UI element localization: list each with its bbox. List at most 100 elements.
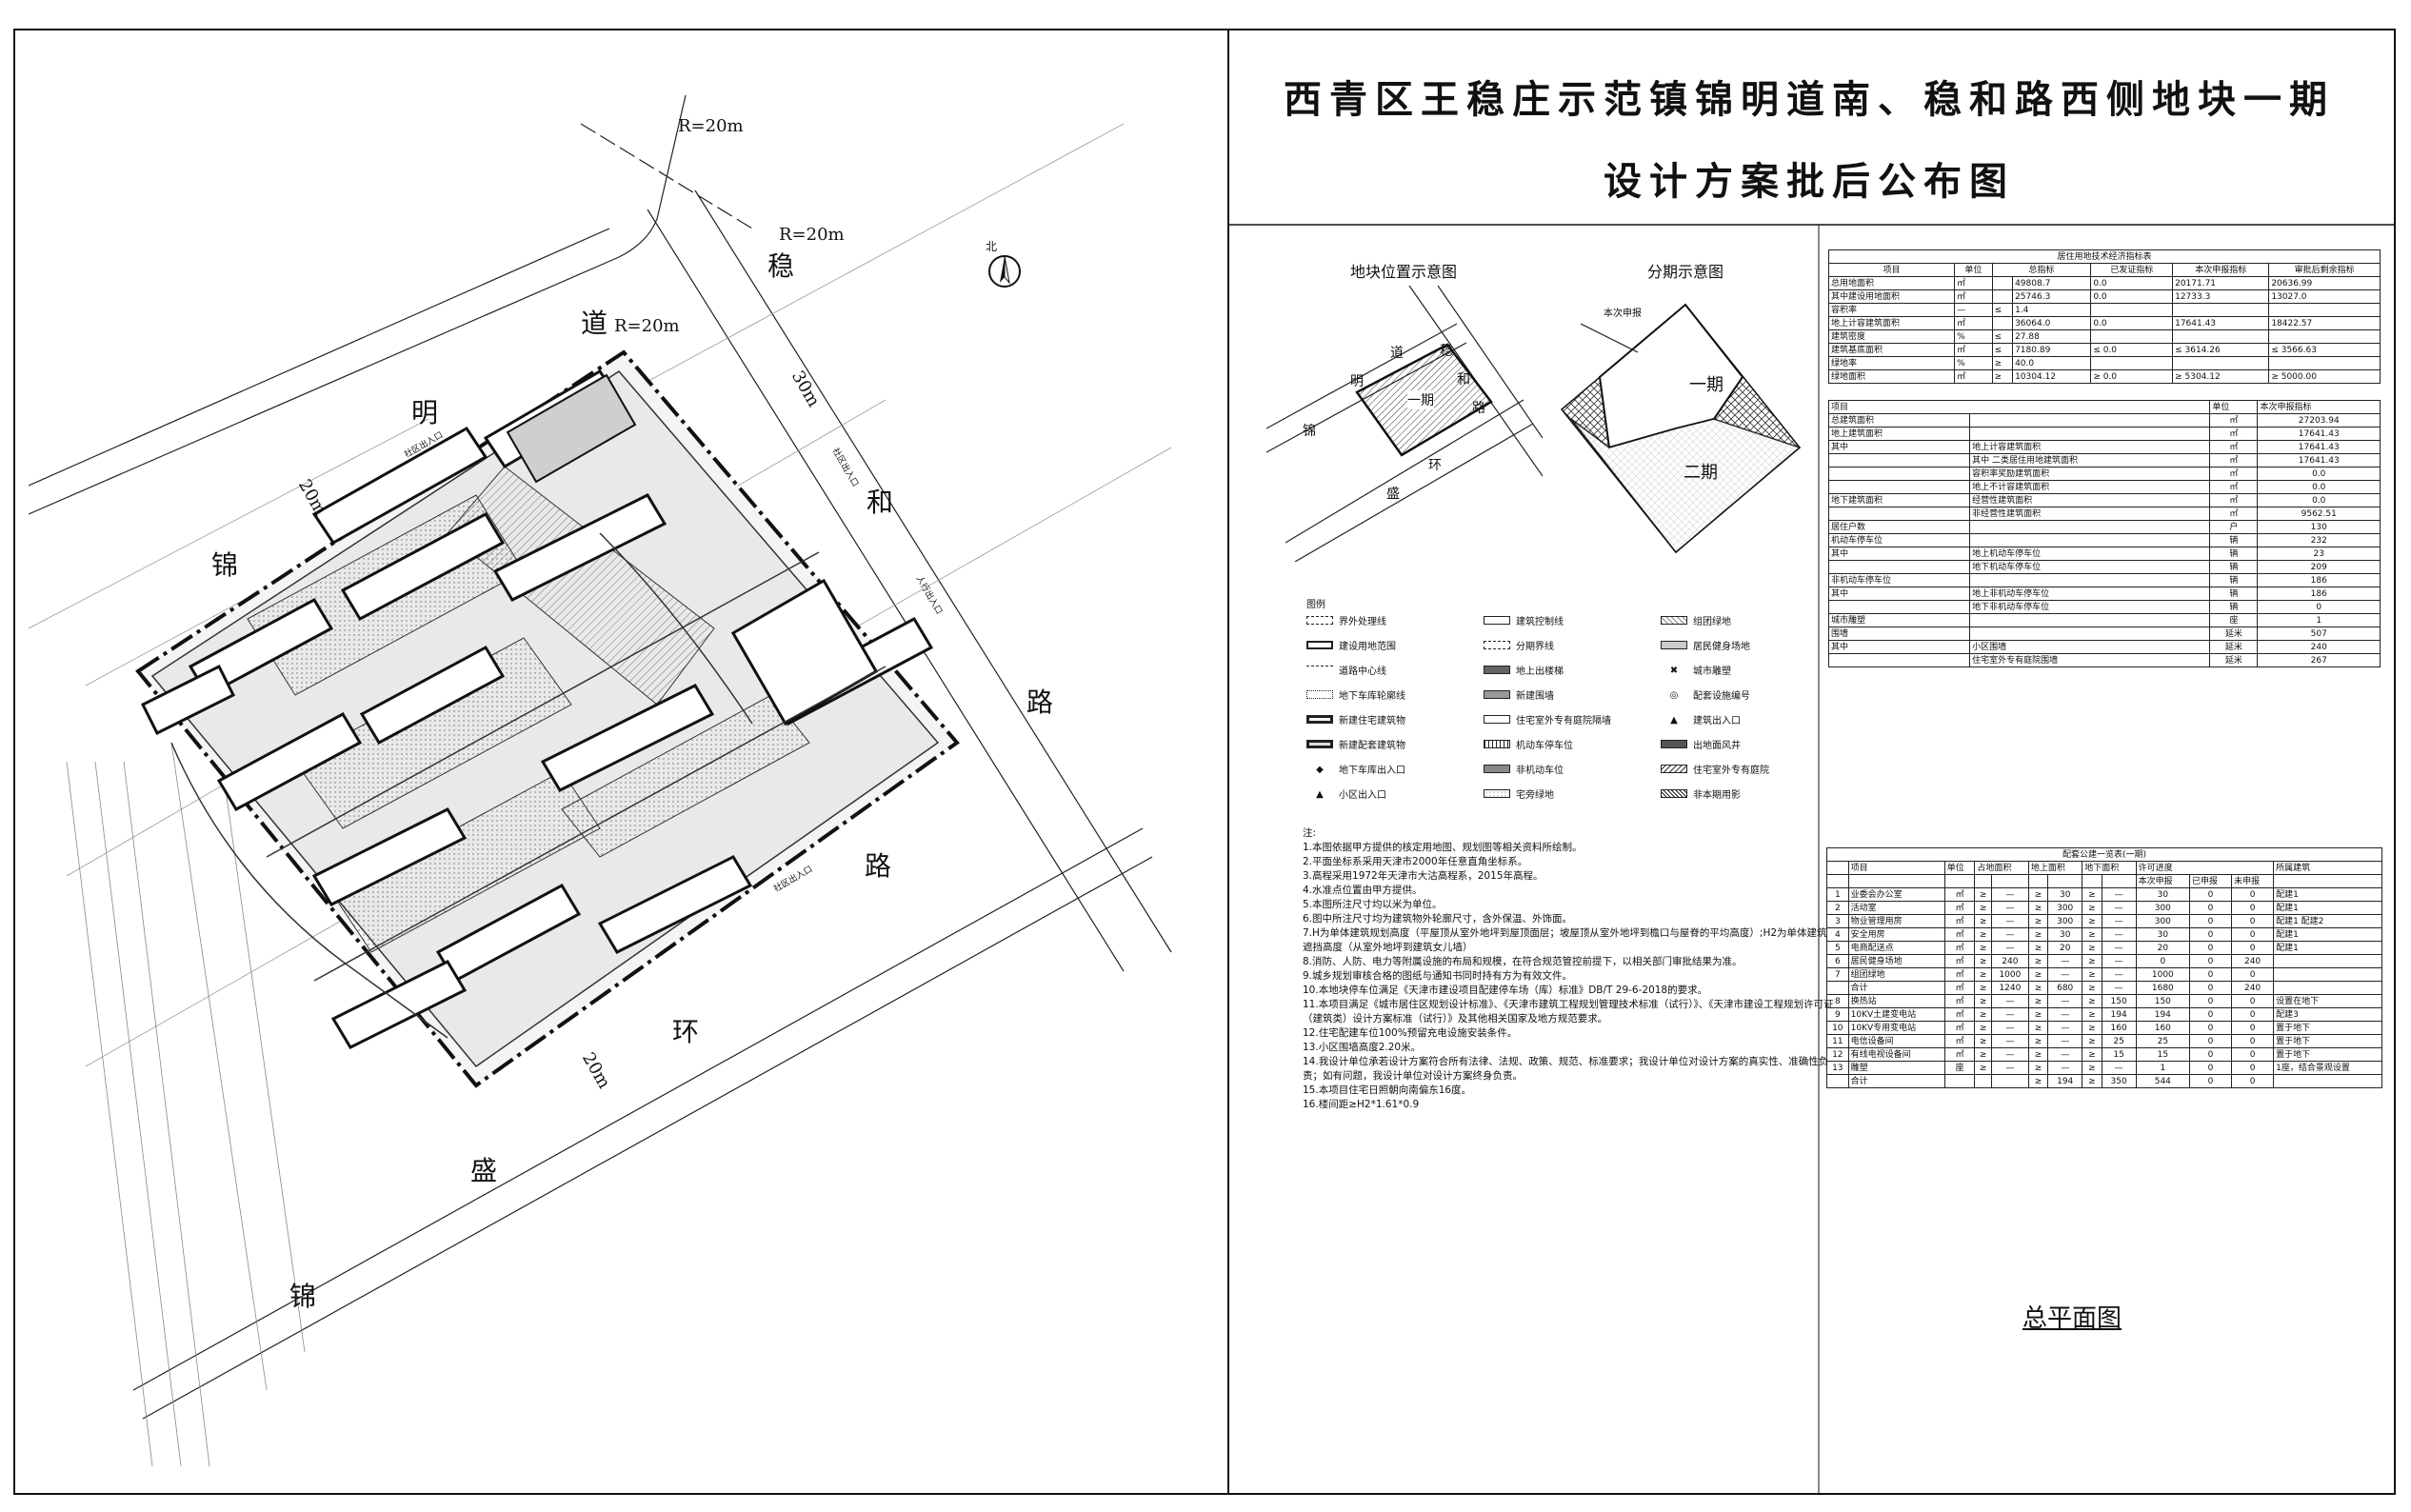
table-cell — [1969, 533, 2211, 547]
table-cell — [1826, 981, 1849, 995]
table-cell — [1827, 507, 1971, 521]
table-cell: ㎡ — [2209, 467, 2259, 481]
drawing-frame — [13, 29, 2396, 1495]
table-header — [1943, 874, 1976, 888]
legend-swatch — [1484, 690, 1510, 699]
table-header: 项目 — [1847, 861, 1945, 875]
table-cell: 300 — [2135, 901, 2191, 915]
loc-road-label-7: 盛 — [1386, 487, 1400, 502]
table-cell: ≥ — [2027, 927, 2049, 942]
table-cell: 0 — [2189, 1061, 2233, 1075]
garage-entrance-icon: ◆ — [1316, 765, 1324, 775]
table-cell: — — [2101, 901, 2137, 915]
loc-road-label-3: 锦 — [1303, 424, 1316, 439]
table-cell: 座 — [2209, 613, 2259, 627]
table-cell: — — [1990, 887, 2029, 902]
table-cell: ≤ — [1991, 343, 2014, 357]
table-cell: ㎡ — [1943, 901, 1976, 915]
note-item: 5.本图所注尺寸均以米为单位。 — [1303, 899, 1443, 910]
table-cell: 25746.3 — [2012, 289, 2092, 304]
table-cell: ㎡ — [1943, 927, 1976, 942]
table-cell: ㎡ — [1954, 276, 1993, 290]
table-cell: 延米 — [2209, 640, 2259, 654]
legend-label: 地上出楼梯 — [1516, 666, 1564, 677]
note-item: 8.消防、人防、电力等附属设施的布局和规模，在符合规范管控前提下，以相关部门审批… — [1303, 956, 1743, 967]
table-cell: ≥ — [2082, 1021, 2102, 1035]
table-cell: 9562.51 — [2257, 507, 2381, 521]
notes-title: 注: — [1303, 827, 1317, 839]
table-cell: ≥ — [1974, 1007, 1992, 1022]
table-cell: 1.4 — [2012, 303, 2092, 317]
legend-label: 住宅室外专有庭院隔墙 — [1516, 716, 1611, 726]
table-cell: 17641.43 — [2257, 427, 2381, 441]
table-cell: 7180.89 — [2012, 343, 2092, 357]
table-cell: ≥ — [2082, 914, 2102, 928]
legend-label: 新建住宅建筑物 — [1339, 716, 1405, 726]
table-cell: 物业管理用房 — [1847, 914, 1945, 928]
table-cell — [1969, 613, 2211, 627]
note-item: 9.城乡规划审核合格的图纸与通知书同时持有方为有效文件。 — [1303, 970, 1573, 982]
table-cell: 0 — [2189, 941, 2233, 955]
table-cell: 300 — [2047, 901, 2083, 915]
table-cell: ≥ — [2082, 901, 2102, 915]
sculpture-icon: ✖ — [1669, 666, 1679, 676]
table-cell: 非机动车停车位 — [1827, 573, 1971, 587]
table-cell: 业委会办公室 — [1847, 887, 1945, 902]
table-cell: 延米 — [2209, 653, 2259, 667]
table-cell — [1969, 627, 2211, 641]
table-header — [1990, 874, 2029, 888]
table-cell: 地上非机动车停车位 — [1969, 587, 2211, 601]
table-cell — [2268, 303, 2381, 317]
table-cell: 0 — [2189, 914, 2233, 928]
table-cell: 组团绿地 — [1847, 967, 1945, 982]
table-cell: ≥ — [1974, 914, 1992, 928]
table-cell: 160 — [2135, 1021, 2191, 1035]
table-cell: 容积率 — [1827, 303, 1956, 317]
table-cell: 0 — [2231, 901, 2275, 915]
phase-diagram-title: 分期示意图 — [1647, 263, 1724, 281]
legend-label: 组团绿地 — [1693, 617, 1731, 627]
table-cell — [2090, 303, 2174, 317]
table-cell: 27203.94 — [2257, 413, 2381, 428]
table-cell: 507 — [2257, 627, 2381, 641]
legend-swatch — [1661, 616, 1687, 625]
table-cell: ≥ — [1974, 1047, 1992, 1062]
table-cell: 680 — [2047, 981, 2083, 995]
table-header: 所属建筑 — [2273, 861, 2382, 875]
table-cell: ≥ — [1974, 994, 1992, 1008]
table-cell: ≥ 0.0 — [2090, 369, 2174, 384]
note-item: 11.本项目满足《城市居住区规划设计标准》、《天津市建筑工程规划管理技术标准（试… — [1303, 999, 1834, 1025]
table-header: 地下面积 — [2082, 861, 2137, 875]
table-cell: ≥ — [2027, 1021, 2049, 1035]
table-cell: 25 — [2101, 1034, 2137, 1048]
table-cell: 0 — [2189, 981, 2233, 995]
table-cell: 1 — [2135, 1061, 2191, 1075]
table-cell — [1827, 600, 1971, 614]
table-cell: 辆 — [2209, 587, 2259, 601]
table-cell: 12 — [1826, 1047, 1849, 1062]
legend-label: 建设用地范围 — [1339, 642, 1396, 652]
table-row: 建筑密度%≤27.88 — [1827, 329, 2381, 344]
table-cell: 置于地下 — [2273, 1047, 2382, 1062]
table-cell: 20171.71 — [2172, 276, 2270, 290]
table-cell: 0 — [2189, 1047, 2233, 1062]
table-cell: ㎡ — [1954, 316, 1993, 330]
table-cell: 容积率奖励建筑面积 — [1969, 467, 2211, 481]
table-cell: ≥ — [1974, 981, 1992, 995]
table-cell: 配建1 配建2 — [2273, 914, 2382, 928]
table-cell: 城市雕塑 — [1827, 613, 1971, 627]
table-row: 绿地率%≥40.0 — [1827, 356, 2381, 370]
